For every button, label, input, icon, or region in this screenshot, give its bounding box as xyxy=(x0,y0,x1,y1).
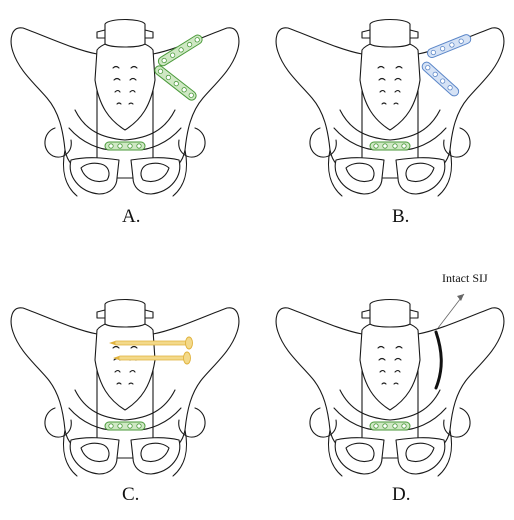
panel-c xyxy=(11,300,239,477)
intact-sij-arrowhead xyxy=(457,294,464,301)
panel-a-caption: A. xyxy=(122,206,140,227)
panel-b-caption: B. xyxy=(392,206,409,227)
panel-a xyxy=(11,20,239,197)
panel-b xyxy=(276,20,504,197)
panel-d xyxy=(276,300,504,477)
intact-sij-label: Intact SIJ xyxy=(442,271,488,285)
panel-c-caption: C. xyxy=(122,484,139,505)
panel-d-caption: D. xyxy=(392,484,410,505)
